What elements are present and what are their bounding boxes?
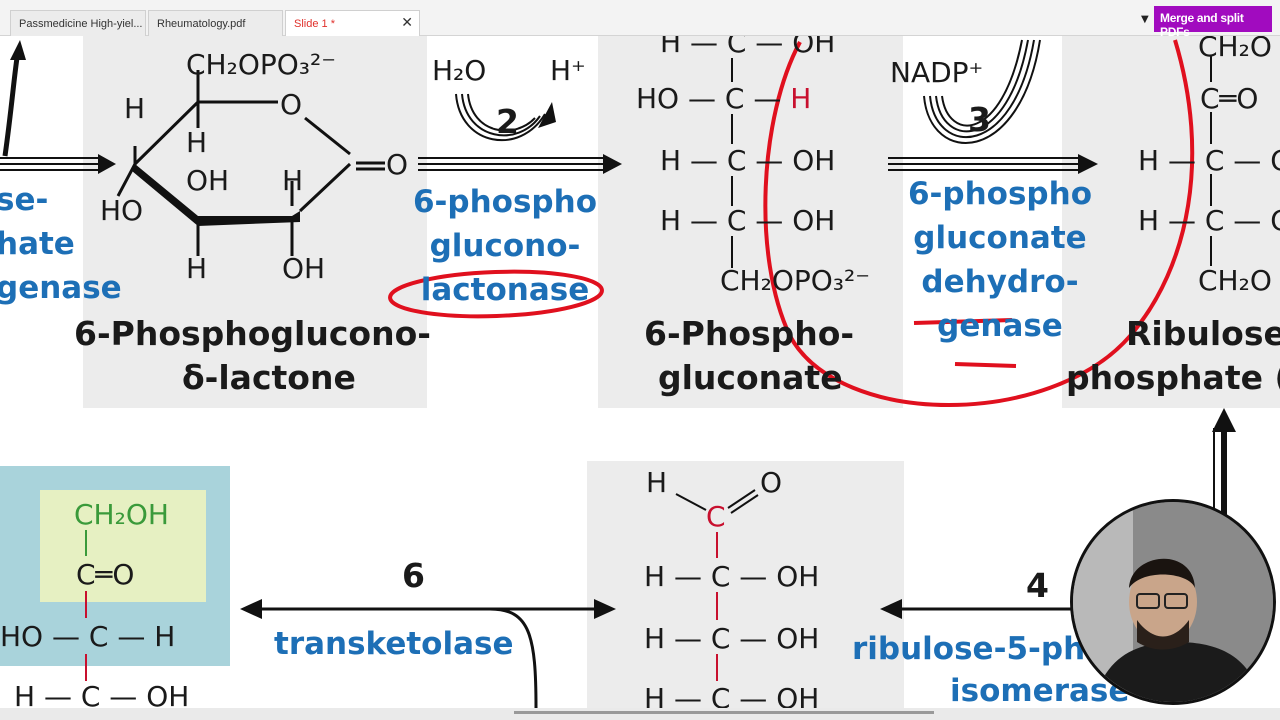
enzyme-label-step2: 6-phospho glucono- lactonase [398,180,612,312]
pathway-diagram [0,39,1236,708]
xylulose-ho-c-h: HO — C — H [0,620,176,653]
gluconate-bottom: CH₂OPO₃²⁻ [720,264,871,297]
chevron-down-icon[interactable]: ▼ [1141,14,1149,25]
close-icon[interactable]: ✕ [401,14,413,30]
panel-ribulose [1062,36,1280,408]
tab-slide-1[interactable]: Slide 1 * ✕ [285,10,420,36]
xylulose-c-o: C═O [76,558,135,591]
enzyme-step3-line1: 6-phospho [907,176,1092,212]
xylulose-ch2oh-text: CH₂OH [74,498,169,531]
enzyme-label-step1: se- hate genase [0,178,122,310]
enzyme-transketolase: transketolase [274,626,514,662]
annotation-circle-step3 [763,39,1195,407]
step2-hplus: H⁺ [550,54,586,87]
lactone-h-2: H [186,126,208,159]
ribose-bonds [675,489,759,514]
lactone-bold-edge [132,164,300,226]
enzyme-step2-line1: 6-phospho [412,184,597,220]
step3-nadp: NADP⁺ [890,56,984,89]
ribulose-c2: C═O [1200,82,1259,115]
tab-bar: Passmedicine High-yiel... Rheumatology.p… [0,0,1280,39]
ribulose-name-line2: phosphate ( [1066,358,1280,397]
lactone-name-line1: 6-Phosphoglucono- [74,314,431,353]
tab-rheumatology[interactable]: Rheumatology.pdf [148,10,283,36]
ribulose-c3: H — C — O [1138,144,1280,177]
gluconate-row1: H — C — OH [660,36,836,59]
gluconate-name-line1: 6-Phospho- [644,314,855,353]
enzyme-label-step4: ribulose-5-ph isomerase [852,628,1129,708]
presenter-image [1073,502,1273,702]
horizontal-scrollbar[interactable] [0,708,1280,720]
lactone-name-line2: δ-lactone [182,358,356,397]
gluconate-row2-left: HO — C — [636,82,782,115]
enzyme-step3-line2: gluconate [913,220,1087,256]
ribulose-c4: H — C — O [1138,204,1280,237]
enzyme-step2-line2: glucono- [429,228,581,264]
webcam-presenter [1070,499,1276,705]
lactone-ho: HO [100,194,144,227]
lactone-h-4: H [186,252,208,285]
lactone-h-1: H [124,92,146,125]
enzyme-step4-line2: isomerase [950,673,1130,708]
enzyme-step1-line2: hate [0,226,75,262]
gluconate-row2: HO — C — H [636,82,811,115]
annotation-circle-lactonase [388,269,604,319]
annotation-underline-1 [913,318,1013,325]
ribose-row1: H — C — OH [644,560,820,593]
step2-h2o: H₂O [432,54,487,87]
cofactor-curve-2 [455,93,546,141]
tab-slide-1-label: Slide 1 * [294,18,335,30]
lactone-ch2opo3: CH₂OPO₃²⁻ [186,48,337,81]
step4-number: 4 [1026,566,1049,605]
gluconate-row3: H — C — OH [660,144,836,177]
lactone-ring [116,70,385,256]
tab-passmedicine[interactable]: Passmedicine High-yiel... [10,10,146,36]
scrollbar-thumb[interactable] [514,711,934,714]
merge-split-pdfs-button[interactable]: Merge and split PDFs [1154,6,1272,39]
ribose-c1: C [706,500,726,533]
xylulose-h-c-oh: H — C — OH [14,680,190,708]
gluconate-name-line2: gluconate [658,358,843,397]
xylulose-ch2oh: CH₂OH [74,498,169,531]
lactone-oh-1: OH [186,164,230,197]
arrow-step-3 [888,157,1080,171]
step6-number: 6 [402,556,425,595]
arrow-step-2 [418,157,605,171]
gluconate-row2-red-h: H [790,82,812,115]
enzyme-step3-line3: dehydro- [921,264,1079,300]
gluconate-row4: H — C — OH [660,204,836,237]
lactone-h-3: H [282,164,304,197]
cofactor-curve-3 [923,39,1041,144]
slide-canvas: se- hate genase CH₂OPO₃²⁻ O O H H H H HO… [0,36,1280,708]
enzyme-step4-line1: ribulose-5-ph [852,631,1086,667]
enzyme-label-step3: 6-phospho gluconate dehydro- genase [890,172,1110,348]
step2-number: 2 [496,102,519,141]
enzyme-step1-line3: genase [0,270,122,306]
lactone-ring-o: O [280,88,303,121]
lactone-carbonyl-o: O [386,148,409,181]
enzyme-step3-line4: genase [937,308,1063,344]
ribose-h: H [646,466,668,499]
panel-gluconate [598,36,903,408]
ribose-o: O [760,466,783,499]
ribose-row2: H — C — OH [644,622,820,655]
ribulose-bottom: CH₂O [1198,264,1272,297]
curved-arrow-left [2,50,21,157]
enzyme-step1-line1: se- [0,182,49,218]
annotation-underline-2 [954,362,1017,368]
arrow-step-1 [0,157,100,171]
step3-number: 3 [968,100,991,139]
highlight-ketone [40,490,206,602]
ribulose-top: CH₂O [1198,36,1272,63]
lactone-oh-2: OH [282,252,326,285]
enzyme-step2-line3: lactonase [420,272,590,308]
ribose-row3: H — C — OH [644,682,820,708]
ribulose-name-line1: Ribulose [1126,314,1280,353]
